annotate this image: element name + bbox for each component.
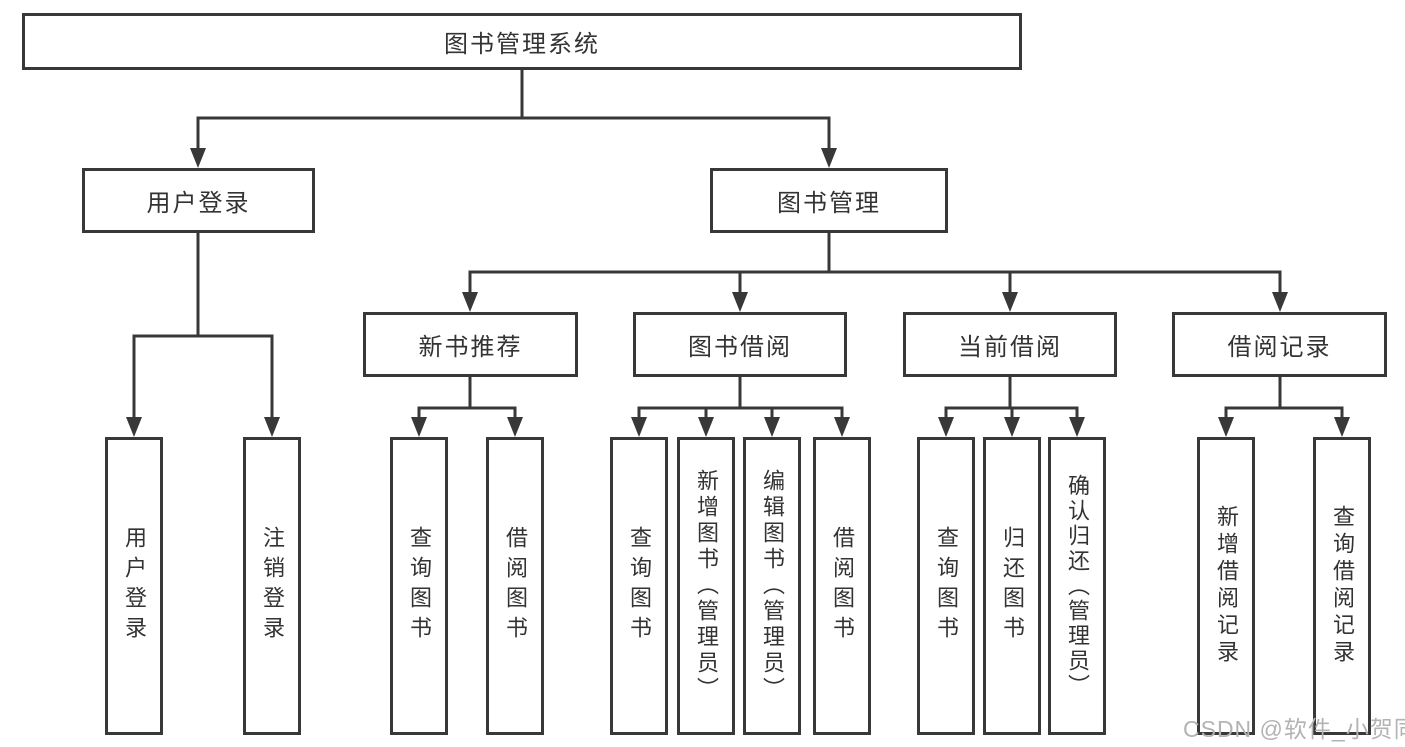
leaf-query-books-borrow: 查询图书 <box>610 437 668 735</box>
node-borrow-records: 借阅记录 <box>1172 312 1387 377</box>
node-book-borrow: 图书借阅 <box>633 312 847 377</box>
node-system-root: 图书管理系统 <box>22 13 1022 70</box>
node-new-book-recommend: 新书推荐 <box>363 312 578 377</box>
csdn-watermark: CSDN @软件_小贺同学 <box>1183 716 1405 742</box>
leaf-add-borrow-record: 新增借阅记录 <box>1197 437 1255 735</box>
leaf-user-login: 用户登录 <box>105 437 163 735</box>
node-user-login-branch: 用户登录 <box>82 168 315 233</box>
leaf-borrow-books-recommend: 借阅图书 <box>486 437 544 735</box>
leaf-query-borrow-record: 查询借阅记录 <box>1313 437 1371 735</box>
leaf-confirm-return-admin: 确认归还（管理员） <box>1048 437 1106 735</box>
leaf-query-books-recommend: 查询图书 <box>390 437 448 735</box>
leaf-logout: 注销登录 <box>243 437 301 735</box>
leaf-return-books: 归还图书 <box>983 437 1041 735</box>
leaf-borrow-books: 借阅图书 <box>813 437 871 735</box>
leaf-edit-books-admin: 编辑图书（管理员） <box>743 437 801 735</box>
node-current-borrow: 当前借阅 <box>903 312 1117 377</box>
leaf-add-books-admin: 新增图书（管理员） <box>677 437 735 735</box>
node-book-management-branch: 图书管理 <box>710 168 948 233</box>
leaf-query-books-current: 查询图书 <box>917 437 975 735</box>
